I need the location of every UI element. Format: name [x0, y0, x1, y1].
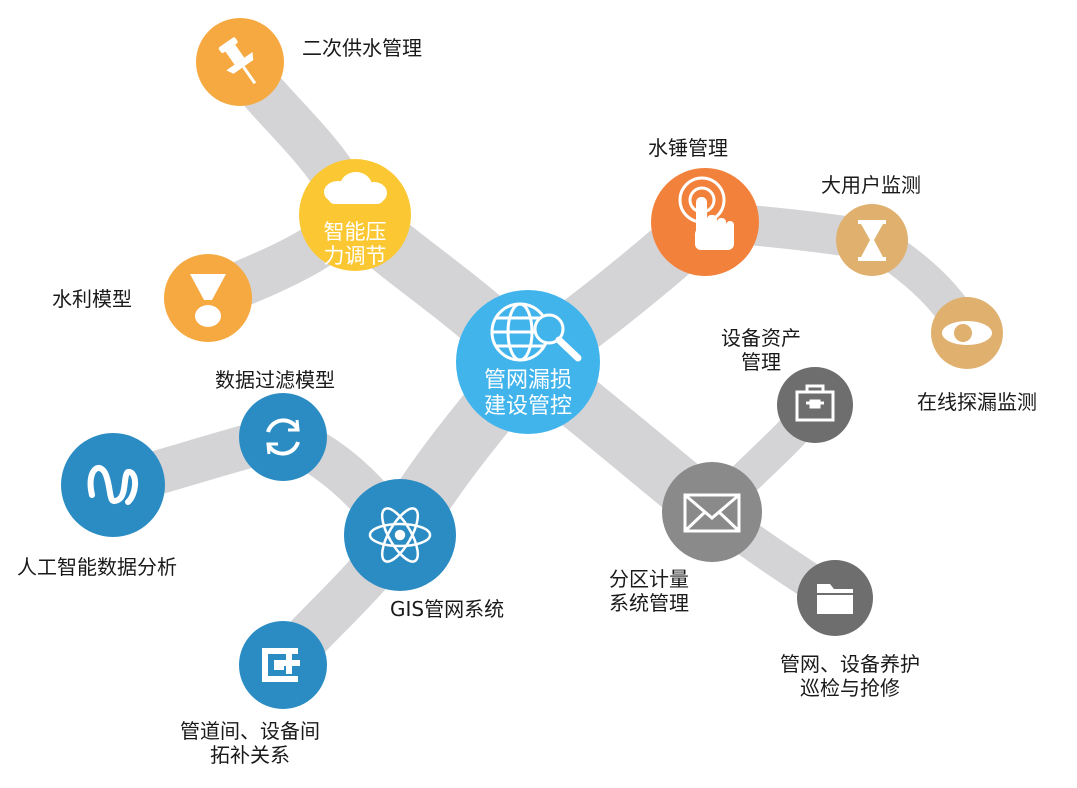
pressure-node-text: 智能压 力调节 [315, 220, 395, 268]
sync-icon [266, 418, 300, 456]
label-maint-l1: 管网、设备养护 [780, 652, 920, 676]
label-topo-l1: 管道间、设备间 [180, 719, 320, 743]
label-big-user: 大用户监测 [821, 173, 921, 197]
wave-icon [87, 465, 138, 505]
topology-node[interactable] [239, 621, 327, 709]
eye-icon [942, 321, 992, 345]
label-topology: 管道间、设备间 拓补关系 [160, 719, 340, 767]
label-water-conservancy: 水利模型 [52, 287, 132, 311]
pressure-line1: 智能压 [323, 220, 387, 244]
water-model-node[interactable] [164, 254, 252, 342]
hub-line2: 建设管控 [483, 394, 572, 419]
label-zone: 分区计量 系统管理 [609, 567, 689, 615]
hub-node-text: 管网漏损 建设管控 [473, 368, 583, 420]
folder-icon [817, 584, 853, 614]
hub-line1: 管网漏损 [483, 368, 572, 393]
label-zone-l1: 分区计量 [609, 567, 689, 591]
label-topo-l2: 拓补关系 [210, 743, 290, 767]
label-ai-analysis: 人工智能数据分析 [17, 555, 177, 579]
label-zone-l2: 系统管理 [609, 591, 689, 615]
label-maintenance: 管网、设备养护 巡检与抢修 [760, 652, 940, 700]
label-asset: 设备资产 管理 [706, 326, 816, 374]
label-gis: GIS管网系统 [390, 597, 505, 621]
hub-node[interactable] [456, 290, 600, 434]
water-hammer-node[interactable] [651, 168, 759, 276]
label-secondary-supply: 二次供水管理 [302, 36, 422, 60]
goblet-icon [190, 274, 226, 327]
cloud-icon [324, 172, 387, 204]
label-water-hammer: 水锤管理 [648, 136, 728, 160]
pressure-line2: 力调节 [323, 244, 387, 268]
zone-node[interactable] [662, 462, 762, 562]
gis-node[interactable] [344, 479, 456, 591]
filter-node[interactable] [239, 393, 327, 481]
pushpin-icon [218, 37, 257, 85]
ai-node[interactable] [61, 433, 165, 537]
topology-icon [262, 648, 300, 682]
pushpin-node[interactable] [196, 18, 284, 106]
hourglass-icon [858, 220, 886, 261]
label-asset-l1: 设备资产 [721, 326, 801, 350]
label-asset-l2: 管理 [741, 350, 781, 374]
atom-icon [368, 507, 432, 563]
globe-search-icon [490, 302, 582, 362]
label-maint-l2: 巡检与抢修 [800, 676, 900, 700]
maintenance-node[interactable] [797, 560, 873, 636]
label-filter-model: 数据过滤模型 [215, 368, 335, 392]
asset-node[interactable] [777, 367, 853, 443]
big-user-node[interactable] [836, 204, 908, 276]
envelope-icon [683, 493, 741, 533]
pressure-node[interactable] [299, 159, 411, 271]
online-leak-node[interactable] [931, 297, 1003, 369]
touch-icon [678, 176, 734, 250]
toolbox-icon [795, 384, 835, 422]
label-online-leak: 在线探漏监测 [917, 390, 1037, 414]
